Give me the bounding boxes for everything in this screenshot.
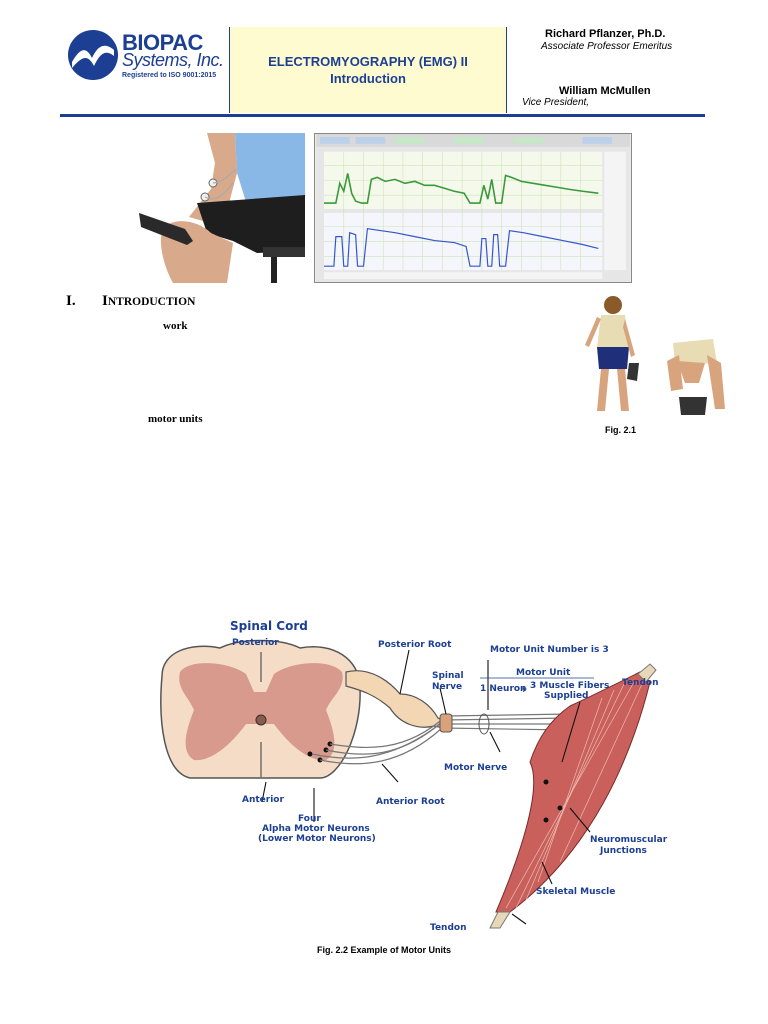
label-tendon-bottom: Tendon (430, 923, 467, 933)
author-1-role: Associate Professor Emeritus (541, 41, 673, 52)
biopac-logo: BIOPAC Systems, Inc. Registered to ISO 9… (66, 28, 226, 86)
label-muscle-fibers-2: Supplied (544, 691, 589, 701)
fig22-caption: Fig. 2.2 Example of Motor Units (316, 945, 451, 955)
label-motor-nerve: Motor Nerve (444, 763, 507, 773)
label-anterior-root: Anterior Root (376, 797, 445, 807)
label-alpha-motor-neurons: Alpha Motor Neurons (262, 824, 370, 834)
keyword-work: work (163, 320, 188, 332)
posterior-root-ganglion (345, 670, 447, 729)
label-lower-motor-neurons: (Lower Motor Neurons) (258, 834, 376, 844)
emg-software-screenshot (314, 133, 632, 283)
label-anterior: Anterior (242, 795, 284, 805)
section-heading-rest: NTRODUCTION (107, 296, 196, 308)
section-heading-initial: I (102, 293, 108, 309)
motor-unit-diagram: Spinal Cord Posterior Posterior Root Spi… (160, 619, 668, 933)
label-posterior: Posterior (232, 638, 279, 648)
logo-brand: BIOPAC (122, 30, 203, 55)
label-skeletal-muscle: Skeletal Muscle (536, 887, 615, 897)
spinal-nerve-band (439, 713, 453, 733)
central-canal (255, 714, 267, 726)
document-subtitle: Introduction (330, 71, 406, 86)
section-number: I. (66, 293, 76, 309)
document-title: ELECTROMYOGRAPHY (EMG) II (268, 54, 468, 69)
label-spinal-nerve-2: Nerve (432, 682, 462, 692)
author-1-name: Richard Pflanzer, Ph.D. (545, 28, 666, 40)
label-posterior-root: Posterior Root (378, 640, 452, 650)
label-spinal-cord: Spinal Cord (230, 619, 308, 633)
label-neuromuscular-2: Junctions (599, 846, 647, 856)
logo-registration: Registered to ISO 9001:2015 (122, 72, 217, 79)
author-2-name: William McMullen (559, 85, 651, 97)
biopac-logo-mark-icon (68, 30, 118, 80)
subject-photo (137, 133, 305, 283)
author-2-role: Vice President, (522, 97, 590, 108)
label-muscle-fibers-1: 3 Muscle Fibers (530, 681, 609, 691)
label-neuromuscular-1: Neuromuscular (590, 835, 668, 845)
label-spinal-nerve-1: Spinal (432, 671, 464, 681)
title-box: ELECTROMYOGRAPHY (EMG) II Introduction (229, 27, 507, 113)
label-plus: + (520, 685, 528, 695)
fig21-caption: Fig. 2.1 (605, 425, 637, 435)
motor-nerve-marker (478, 713, 490, 735)
label-tendon-top: Tendon (622, 678, 659, 688)
label-one-neuron: 1 Neuron (480, 684, 526, 694)
label-four: Four (298, 814, 321, 824)
gray-matter (179, 663, 343, 761)
label-motor-unit-number: Motor Unit Number is 3 (490, 645, 609, 655)
skeletal-muscle (495, 671, 651, 913)
keyword-motor-units: motor units (148, 413, 203, 425)
header-rule (60, 114, 705, 117)
label-motor-unit: Motor Unit (516, 668, 571, 678)
section-heading: I. INTRODUCTION (66, 293, 195, 310)
logo-brand-sub: Systems, Inc. (122, 50, 224, 70)
lifting-illustration (585, 296, 725, 415)
